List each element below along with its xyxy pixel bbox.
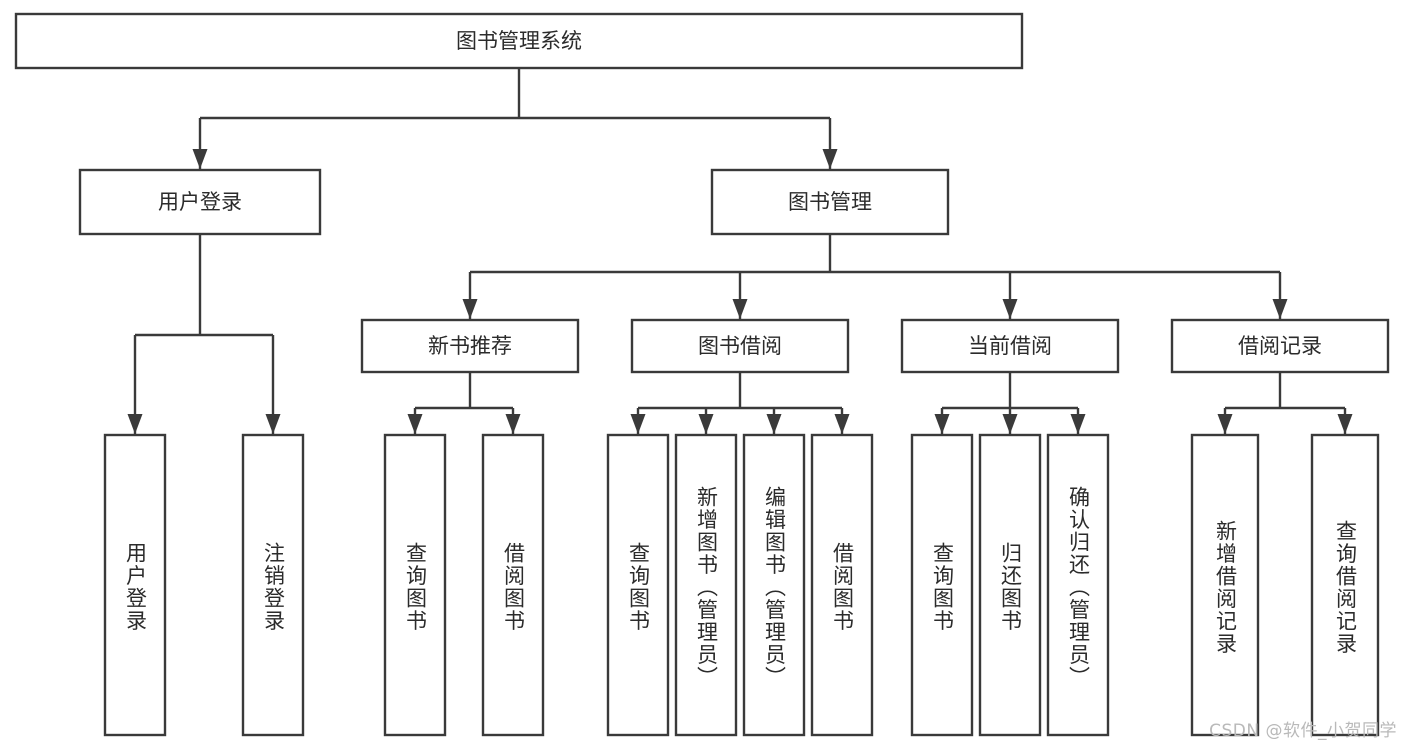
node-label-book-borrow: 图书借阅 <box>698 334 782 358</box>
node-logout[interactable] <box>241 433 305 737</box>
node-book-manage[interactable]: 图书管理 <box>710 168 950 236</box>
node-box-borrow-book-2[interactable] <box>810 433 874 737</box>
arrow-head-icon <box>127 414 143 434</box>
node-edit-book[interactable] <box>742 433 806 737</box>
arrow-head-icon <box>1002 299 1018 319</box>
node-borrow-book-2[interactable] <box>810 433 874 737</box>
node-box-query-record[interactable] <box>1310 433 1380 737</box>
arrow-head-icon <box>732 299 748 319</box>
watermark-text: CSDN @软件_小贺同学 <box>1209 721 1397 741</box>
node-query-book-3[interactable] <box>910 433 974 737</box>
node-login[interactable] <box>103 433 167 737</box>
arrow-head-icon <box>1217 414 1233 434</box>
arrow-head-icon <box>1337 414 1353 434</box>
node-label-book-manage: 图书管理 <box>788 190 872 214</box>
arrow-head-icon <box>407 414 423 434</box>
node-root[interactable]: 图书管理系统 <box>14 12 1024 70</box>
node-box-login[interactable] <box>103 433 167 737</box>
arrow-head-icon <box>1272 299 1288 319</box>
arrow-head-icon <box>834 414 850 434</box>
node-user-login[interactable]: 用户登录 <box>78 168 322 236</box>
node-box-return-book[interactable] <box>978 433 1042 737</box>
node-borrow-book-1[interactable] <box>481 433 545 737</box>
node-box-query-book-3[interactable] <box>910 433 974 737</box>
arrow-head-icon <box>1070 414 1086 434</box>
arrow-head-icon <box>630 414 646 434</box>
arrow-head-icon <box>462 299 478 319</box>
node-add-record[interactable] <box>1190 433 1260 737</box>
node-box-borrow-book-1[interactable] <box>481 433 545 737</box>
node-box-confirm-return[interactable] <box>1046 433 1110 737</box>
node-confirm-return[interactable] <box>1046 433 1110 737</box>
node-box-add-record[interactable] <box>1190 433 1260 737</box>
arrow-head-icon <box>505 414 521 434</box>
node-box-logout[interactable] <box>241 433 305 737</box>
node-query-book-1[interactable] <box>383 433 447 737</box>
node-borrow-record[interactable]: 借阅记录 <box>1170 318 1390 374</box>
node-current-borrow[interactable]: 当前借阅 <box>900 318 1120 374</box>
arrow-head-icon <box>265 414 281 434</box>
node-label-borrow-record: 借阅记录 <box>1238 334 1322 358</box>
arrow-head-icon <box>192 149 208 169</box>
node-box-user-login[interactable] <box>78 168 322 236</box>
arrow-head-icon <box>766 414 782 434</box>
node-label-new-book-rec: 新书推荐 <box>428 334 512 358</box>
node-query-record[interactable] <box>1310 433 1380 737</box>
node-box-add-book[interactable] <box>674 433 738 737</box>
arrow-head-icon <box>934 414 950 434</box>
node-box-query-book-2[interactable] <box>606 433 670 737</box>
node-box-edit-book[interactable] <box>742 433 806 737</box>
node-new-book-rec[interactable]: 新书推荐 <box>360 318 580 374</box>
node-return-book[interactable] <box>978 433 1042 737</box>
arrow-head-icon <box>822 149 838 169</box>
node-query-book-2[interactable] <box>606 433 670 737</box>
node-box-book-manage[interactable] <box>710 168 950 236</box>
node-label-user-login: 用户登录 <box>158 190 242 214</box>
arrow-head-icon <box>1002 414 1018 434</box>
node-label-current-borrow: 当前借阅 <box>968 334 1052 358</box>
node-add-book[interactable] <box>674 433 738 737</box>
node-box-borrow-record[interactable] <box>1170 318 1390 374</box>
node-label-root: 图书管理系统 <box>456 29 582 53</box>
arrow-head-icon <box>698 414 714 434</box>
node-book-borrow[interactable]: 图书借阅 <box>630 318 850 374</box>
node-box-query-book-1[interactable] <box>383 433 447 737</box>
node-box-root[interactable] <box>14 12 1024 70</box>
